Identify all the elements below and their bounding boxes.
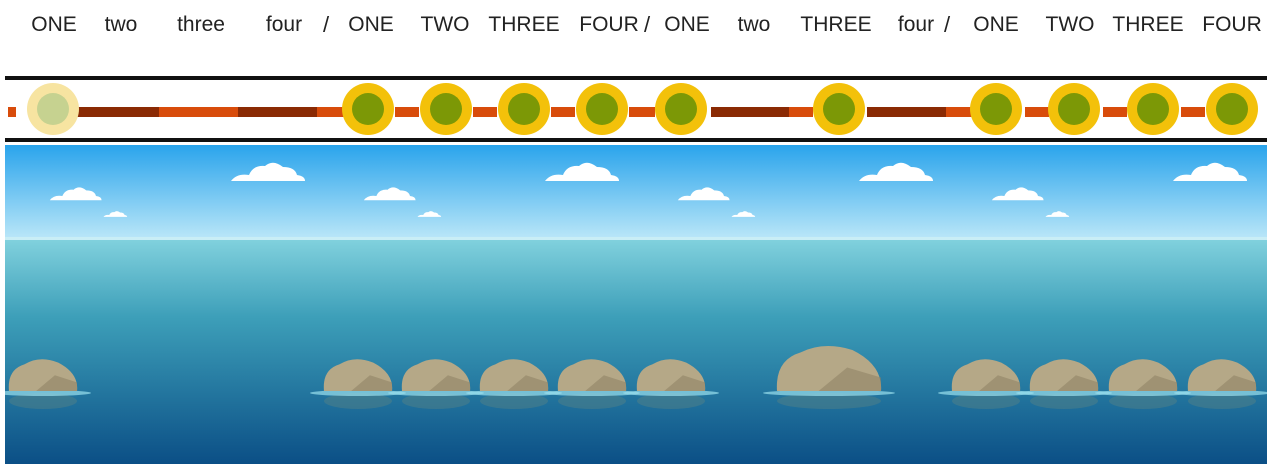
stepping-stone-icon (1016, 359, 1112, 409)
track-segment (159, 107, 238, 117)
beat-dot[interactable] (420, 83, 472, 135)
stepping-stone-big (763, 346, 895, 409)
track-segment (8, 107, 16, 117)
cloud-icon (545, 162, 619, 181)
stepping-stone-icon (1095, 359, 1191, 409)
beat-word: FOUR (579, 13, 639, 36)
beat-word: ONE (973, 13, 1019, 36)
beat-word: two (737, 13, 771, 36)
bar-separator: / (943, 12, 951, 37)
track-segment (789, 107, 813, 117)
beat-dot[interactable] (1206, 83, 1258, 135)
cloud-icon (103, 211, 128, 217)
track-segment (551, 107, 575, 117)
beat-word: THREE (1112, 13, 1184, 36)
stepping-stone-icon (5, 359, 91, 409)
stepping-stone-icon (1174, 359, 1267, 409)
beat-word: TWO (1045, 13, 1095, 36)
cloud-icon (363, 187, 416, 201)
beat-word: three (177, 13, 225, 36)
cloud-icon (231, 162, 305, 181)
track-segment (395, 107, 419, 117)
sky (5, 145, 1267, 238)
track-segment (473, 107, 497, 117)
beat-dot[interactable] (576, 83, 628, 135)
beat-dot[interactable] (1127, 83, 1179, 135)
beat-word: TWO (420, 13, 470, 36)
beat-dot[interactable] (342, 83, 394, 135)
beat-dot[interactable] (1048, 83, 1100, 135)
beat-word: ONE (664, 13, 710, 36)
cloud-icon (991, 187, 1044, 201)
track-segment (867, 107, 946, 117)
stepping-stone-icon (938, 359, 1034, 409)
cloud-icon (1173, 162, 1247, 181)
track-segment (1181, 107, 1205, 117)
beat-word: four (897, 13, 935, 36)
stepping-stone-icon (623, 359, 719, 409)
beat-word: two (104, 13, 138, 36)
beat-word: ONE (31, 13, 77, 36)
beat-word: THREE (800, 13, 872, 36)
water (5, 238, 1267, 464)
beat-track (5, 76, 1267, 142)
track-segment (711, 107, 789, 117)
river-scene (5, 145, 1267, 464)
beat-word: THREE (488, 13, 560, 36)
horizon-line (5, 237, 1267, 240)
track-segment (1025, 107, 1049, 117)
river-scene-svg (5, 145, 1267, 464)
track-segment (317, 107, 345, 117)
track-segment (75, 107, 159, 117)
beat-word: ONE (348, 13, 394, 36)
stepping-stone-icon (310, 359, 406, 409)
beat-dot[interactable] (813, 83, 865, 135)
beat-dot[interactable] (498, 83, 550, 135)
cloud-icon (1045, 211, 1070, 217)
bar-separator: / (322, 12, 330, 37)
stepping-stone-icon (388, 359, 484, 409)
track-segment (1103, 107, 1127, 117)
bar-separator: / (643, 12, 651, 37)
track-segment (629, 107, 655, 117)
cloud-icon (49, 187, 102, 201)
beat-word: FOUR (1202, 13, 1262, 36)
stepping-stone-icon (544, 359, 640, 409)
stepping-stone-icon (466, 359, 562, 409)
cloud-icon (859, 162, 933, 181)
track-segment (238, 107, 317, 117)
beat-dot[interactable] (655, 83, 707, 135)
cloud-icon (731, 211, 756, 217)
cloud-icon (677, 187, 730, 201)
beat-dot[interactable] (970, 83, 1022, 135)
beat-word: four (265, 13, 303, 36)
beat-dot-current[interactable] (27, 83, 79, 135)
track-segment (946, 107, 973, 117)
cloud-icon (417, 211, 442, 217)
